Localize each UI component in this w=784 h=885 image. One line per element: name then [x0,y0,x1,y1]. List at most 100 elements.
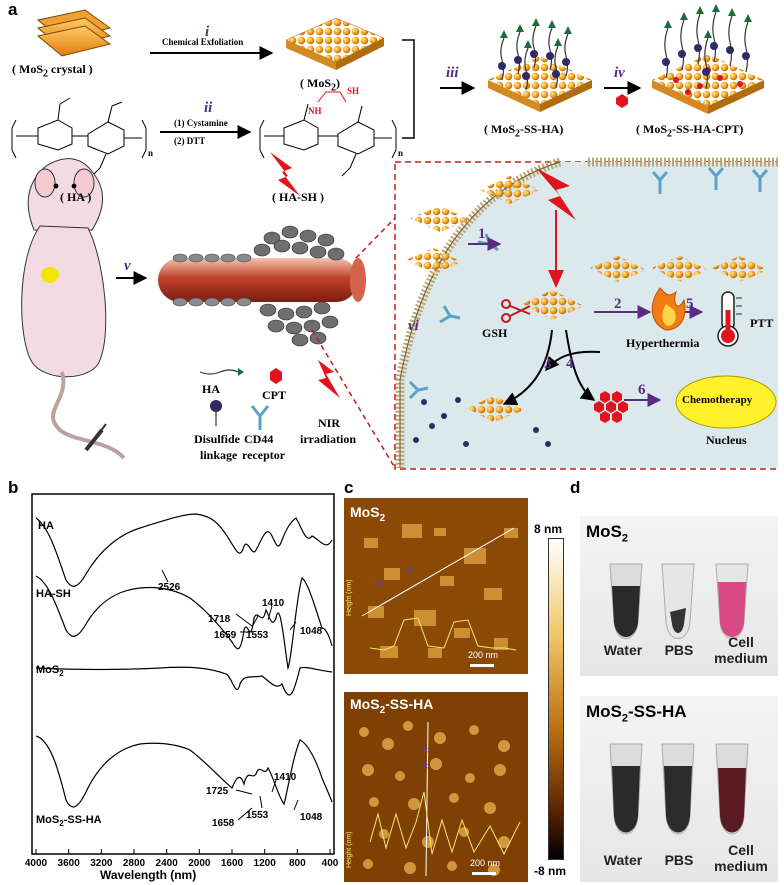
thermometer-icon [717,291,742,347]
n-sub-ha-sh: n [398,148,404,158]
afm-mos2-title: MoS2 [350,504,386,524]
ftir-label-mos2: MoS2 [36,664,64,679]
ann-1410b: 1410 [274,772,297,783]
afm-mos2-ss-ha-texture: × × [344,692,528,882]
ann-1410a: 1410 [262,598,285,609]
ann-1048b: 1048 [300,812,323,823]
afm-mos2-texture: × × [344,498,528,674]
scheme-svg [11,4,778,470]
scissors-icon [501,299,531,323]
ftir-series-mos2-ss-ha [35,735,333,808]
ha-structure [11,97,147,177]
step-5: 5 [686,296,694,312]
nucleus-ellipse [675,375,777,429]
vial-water-icon [609,563,643,639]
ftir-series-ha-sh [35,575,333,671]
ftir-label-ha-sh: HA-SH [36,588,71,600]
step-3: 3 [544,356,552,372]
nir-bolt-icon [270,152,300,196]
legend-disulfide: Disulfide [194,432,241,446]
ha-sh-label: ( HA-SH ) [272,190,324,204]
ftir-xtick-label: 3600 [58,858,81,869]
step-ii-label: ii [204,100,213,116]
ftir-xtick-label: 400 [322,858,339,869]
afm-mos2-image: × × MoS2 200 nm Height (nm) [344,498,528,674]
panel-d-letter: d [570,478,581,497]
afm-mos2-scalebar: 200 nm [468,650,499,660]
legend-nir: NIR [318,416,341,430]
vial-pbs-label-top: PBS [664,642,694,658]
hyperthermia-label: Hyperthermia [626,336,700,350]
legend-cpt: CPT [262,388,286,402]
step-4: 4 [566,356,574,372]
vial-pbs-icon [661,563,695,639]
vial-medium-icon [715,563,749,639]
ann-1658: 1658 [212,818,235,829]
nir-bolt-cell-icon [536,168,576,220]
gsh-label: GSH [482,326,508,340]
vials-mos2-svg [609,563,749,639]
mos2-crystal-label: ( MoS2 crystal ) [12,62,93,80]
step-i-label: i [205,24,210,40]
ann-1659: 1659 [214,630,237,641]
n-sub-ha: n [148,148,154,158]
ftir-xtick-label: 1600 [221,858,244,869]
panel-a-letter: a [8,0,18,19]
cpt-cluster-icon [594,391,628,423]
ftir-series-ha [35,513,333,587]
vial2-pbs-icon [661,743,695,835]
ftir-xtick-label: 1200 [254,858,277,869]
step-ii-text2: (2) DTT [174,136,206,146]
svg-text:×: × [422,743,429,757]
step-1: 1 [478,226,486,242]
nucleus-label: Nucleus [706,433,747,447]
afm-mos2-ss-ha-title: MoS2-SS-HA [350,696,434,716]
ftir-xtick-label: 800 [289,858,306,869]
step-iii-label: iii [446,65,459,81]
ftir-plot-frame [31,493,335,855]
mos2-ss-ha-cpt-icon [652,4,764,114]
mos2-label: ( MoS2) [300,76,340,94]
ftir-xtick-label: 2000 [188,858,211,869]
panel-c-letter: c [344,478,354,497]
afm-mos2-ss-ha-ylabel: Height (nm) [346,831,353,868]
legend-linkage: linkage [200,448,238,462]
ha-label: ( HA ) [60,190,92,204]
blood-vessel-icon [158,152,366,347]
ftir-label-mos2-ss-ha: MoS2-SS-HA [36,814,102,829]
colorbar-bottom-label: -8 nm [534,864,567,878]
step-vi-label: vi [408,318,419,334]
legend-ha: HA [202,382,220,396]
vial2-water-icon [609,743,643,835]
cell-nanosheets [406,176,768,422]
ann-1718: 1718 [208,614,231,625]
mos2-sheet-icon [285,17,385,70]
ann-1725: 1725 [206,786,229,797]
ptt-label: PTT [750,316,774,330]
vial-pbs-label-bottom: PBS [664,852,694,868]
ann-1048a: 1048 [300,626,323,637]
vials-mos2-title: MoS2 [586,522,629,545]
legend-cd44: CD44 [244,432,274,446]
ftir-xtick-label: 2800 [123,858,146,869]
ftir-xtick-label: 3200 [90,858,113,869]
step-v-label: v [124,258,131,274]
colorbar-top-label: 8 nm [534,522,563,536]
ftir-xlabel: Wavelength (nm) [100,868,197,882]
afm-mos2-ss-ha-scalebar: 200 nm [470,858,501,868]
mos2-ss-ha-label: ( MoS2-SS-HA) [484,122,564,140]
ftir-xtick-label: 2400 [156,858,179,869]
vial2-medium-icon [715,743,749,835]
ann-1553b: 1553 [246,810,269,821]
legend-receptor: receptor [242,448,286,462]
sh-label: SH [347,86,360,96]
nh-label: NH [308,106,322,116]
ann-1553a: 1553 [246,630,269,641]
ha-sh-structure [259,91,397,177]
ftir-label-ha: HA [38,520,54,532]
